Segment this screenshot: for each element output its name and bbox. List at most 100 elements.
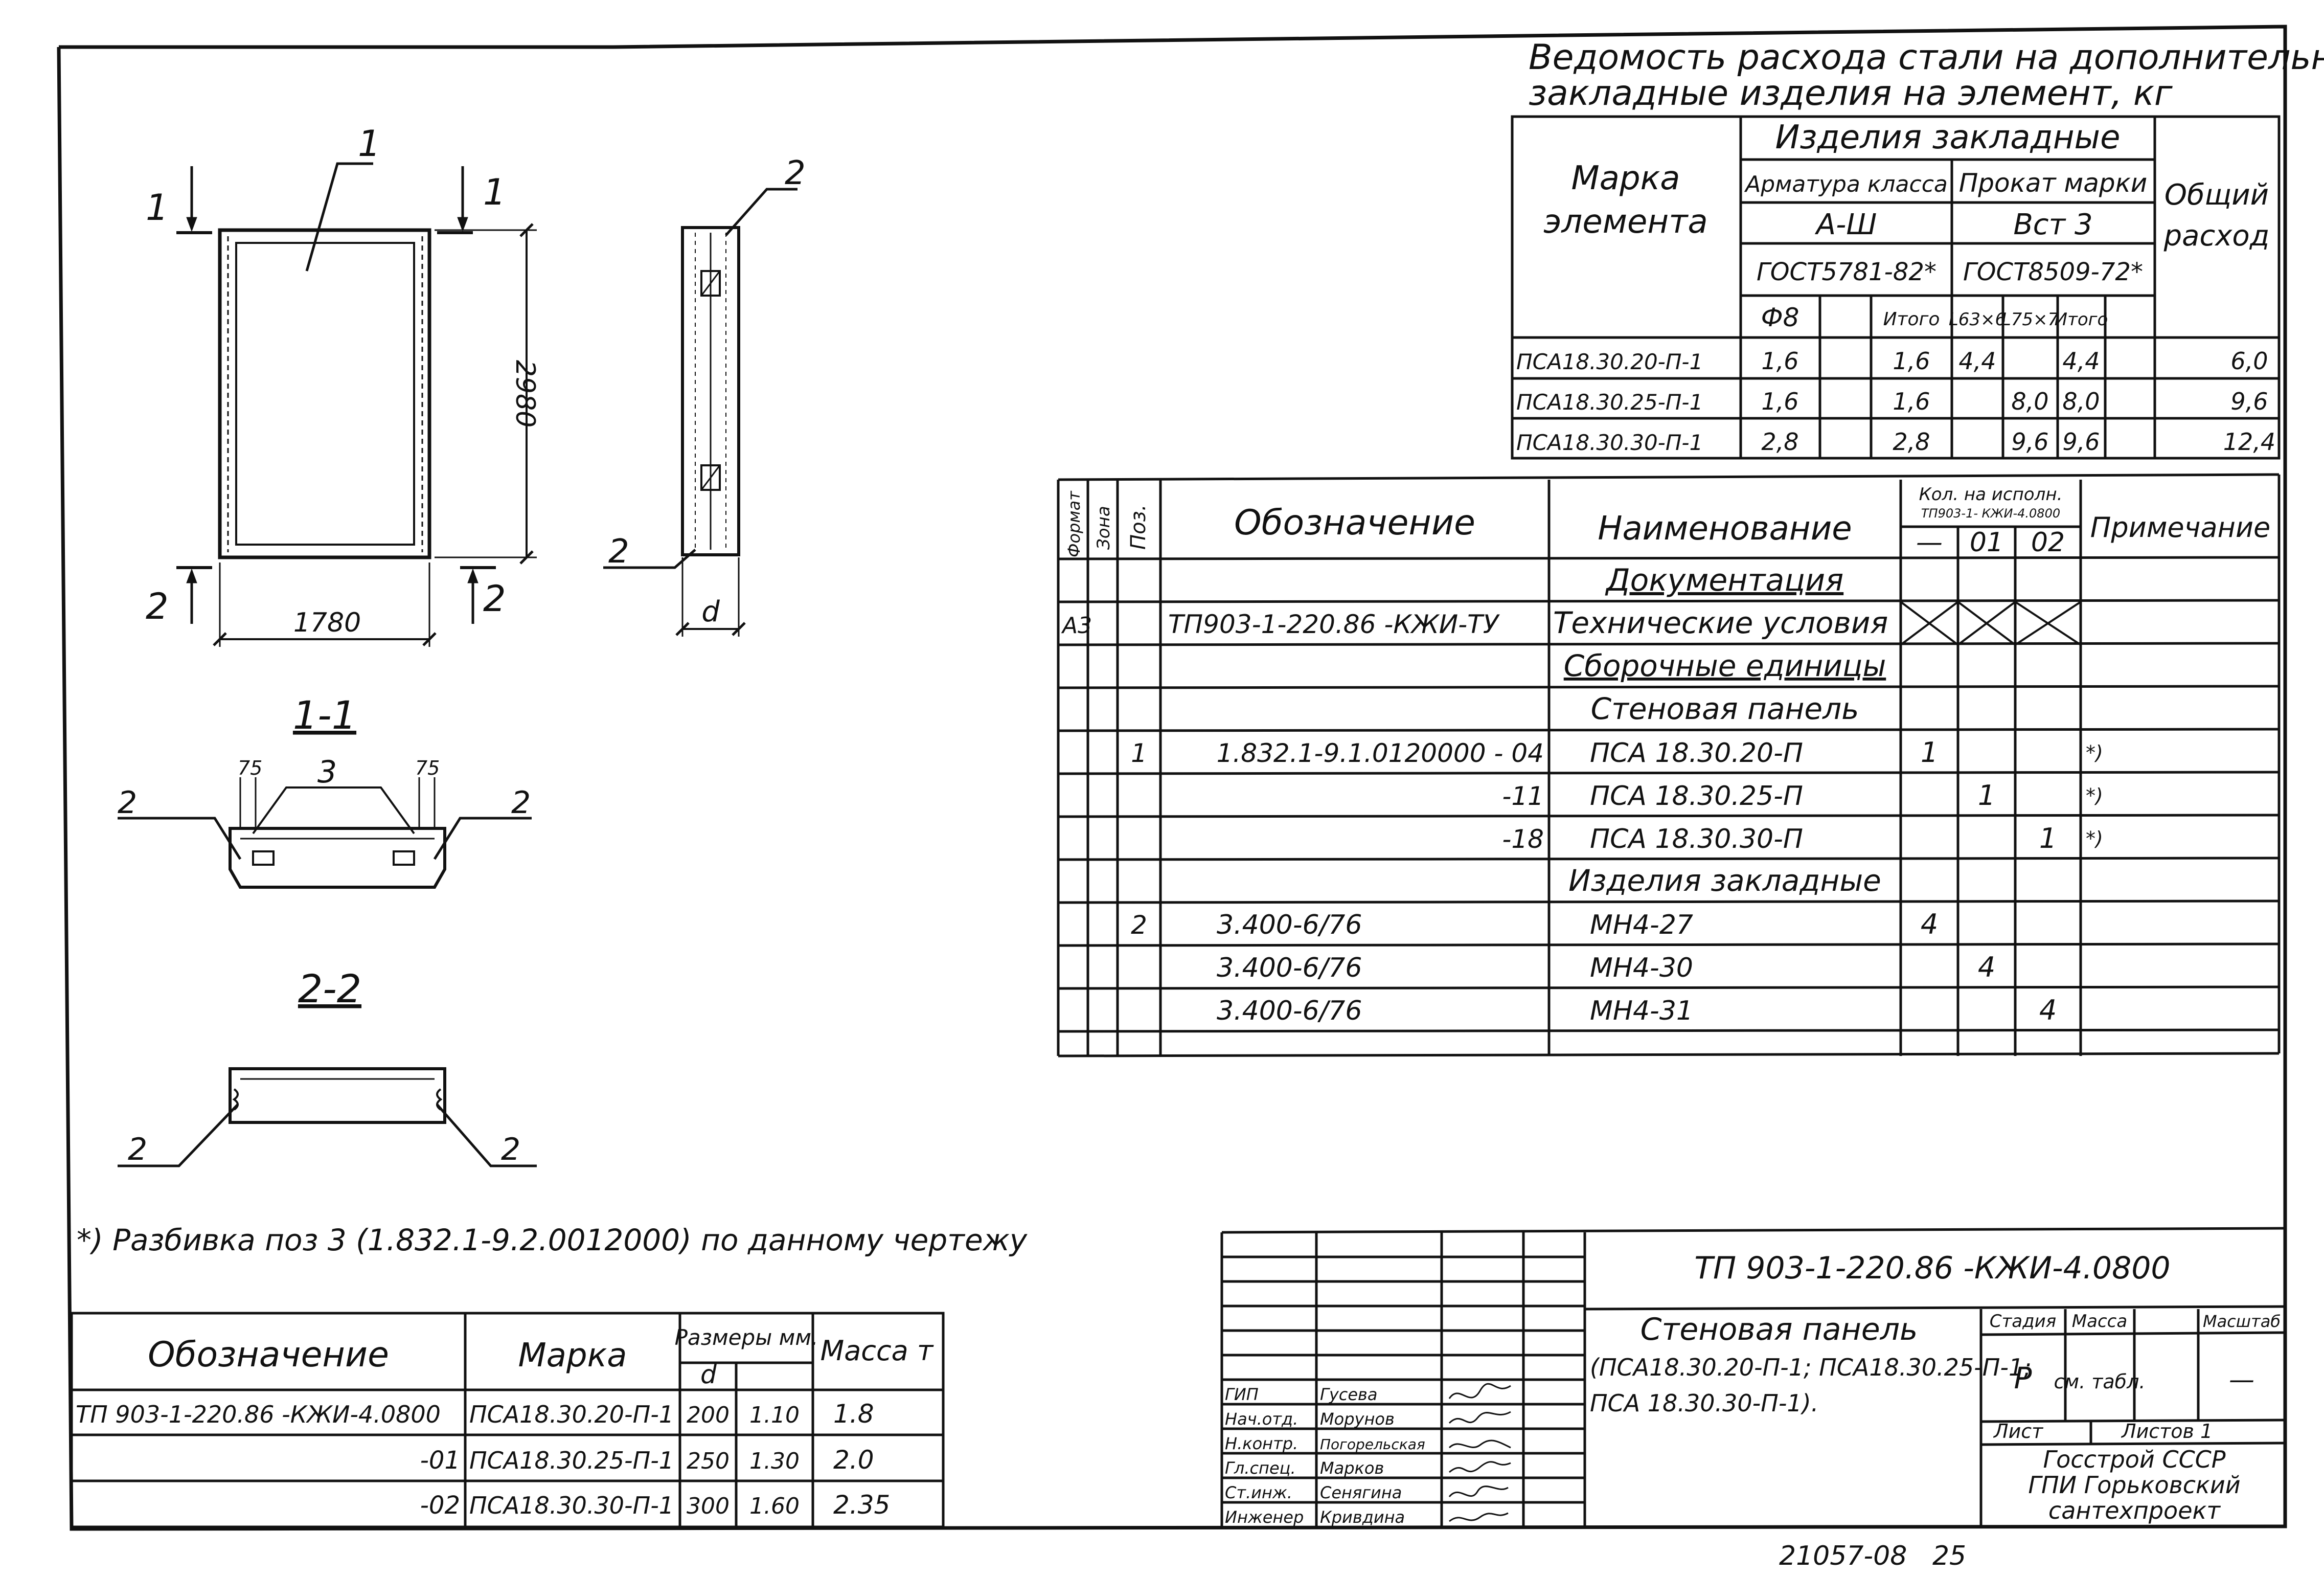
spec-h-qty-doc: ТП903-1- КЖИ-4.0800 xyxy=(1921,506,2060,521)
panel-side-view xyxy=(603,188,798,637)
spec-row-name: ПСА 18.30.20-П xyxy=(1590,738,1803,769)
title-scale-value: — xyxy=(2229,1365,2254,1394)
section-1-1-label-3: 3 xyxy=(317,754,337,790)
variants-row-designation: ТП 903-1-220.86 -КЖИ-4.0800 xyxy=(76,1401,441,1428)
spec-h-note: Примечание xyxy=(2090,511,2271,544)
statement-row-f8: 1,6 xyxy=(1761,347,1798,375)
signature-role: Гл.спец. xyxy=(1225,1458,1296,1478)
spec-row-q2: 4 xyxy=(2039,994,2057,1026)
spec-row-name: Стеновая панель xyxy=(1591,691,1859,726)
statement-subcol: Итого xyxy=(1883,309,1940,330)
section-2-2-label-2-left: 2 xyxy=(128,1132,147,1167)
variants-h-mark: Марка xyxy=(518,1337,627,1375)
spec-row-name: ПСА 18.30.30-П xyxy=(1590,824,1803,854)
title-stage: Р xyxy=(2014,1361,2032,1395)
spec-row-designation: 3.400-6/76 xyxy=(1217,953,1362,983)
statement-grid xyxy=(1511,115,2281,460)
spec-grid xyxy=(1057,473,2281,1057)
signature-role: ГИП xyxy=(1225,1385,1259,1404)
variants-row-d: 200 xyxy=(687,1402,730,1428)
side-label-2-top: 2 xyxy=(785,154,806,192)
spec-row-note: *) xyxy=(2086,784,2103,807)
statement-rebar-gost: ГОСТ5781-82* xyxy=(1757,258,1936,286)
spec-row-designation: 3.400-6/76 xyxy=(1217,910,1362,940)
variants-row-d: 300 xyxy=(687,1493,730,1519)
signature-name: Кривдина xyxy=(1320,1507,1405,1527)
spec-row-name: МН4-31 xyxy=(1590,996,1693,1026)
statement-row-total: 12,4 xyxy=(2223,428,2275,456)
section-mark-1-left: 1 xyxy=(146,187,169,229)
section-mark-2-left: 2 xyxy=(146,586,169,627)
statement-row-mark: ПСА18.30.25-П-1 xyxy=(1516,390,1703,415)
section-1-1-label-2-left: 2 xyxy=(118,785,137,821)
variants-row-mass: 1.8 xyxy=(833,1399,874,1429)
section-1-1-dim-75-right: 75 xyxy=(415,757,440,779)
variants-row-v: 1.30 xyxy=(749,1448,800,1474)
spec-h-pos: Поз. xyxy=(1127,504,1150,550)
statement-subcol: Ф8 xyxy=(1761,303,1799,332)
spec-row-pos: 2 xyxy=(1131,910,1147,940)
spec-row-format: А3 xyxy=(1061,613,1092,639)
spec-h-qty: Кол. на исполн. xyxy=(1919,484,2063,505)
spec-row-name: Документация xyxy=(1605,562,1843,598)
spec-row-crossed-cells xyxy=(1900,601,2082,646)
signature-role: Ст.инж. xyxy=(1225,1483,1292,1502)
spec-row-note: *) xyxy=(2086,741,2103,764)
archive-stamp: 21057-08 25 xyxy=(1779,1541,1966,1571)
spec-row-designation: 3.400-6/76 xyxy=(1217,996,1362,1026)
section-1-1-dim-75-left: 75 xyxy=(238,757,262,779)
statement-subcol: L75×7 xyxy=(2001,309,2059,330)
sheet-frame xyxy=(57,25,2287,1531)
dimension-d: d xyxy=(701,595,720,628)
variants-rows: ТП 903-1-220.86 -КЖИ-4.0800 ПСА18.30.20-… xyxy=(76,1399,890,1520)
panel-outline xyxy=(218,228,431,559)
title-org-line-3: сантехпроект xyxy=(2048,1497,2221,1524)
side-label-2-bottom: 2 xyxy=(608,533,629,571)
signature-name: Марков xyxy=(1320,1458,1384,1478)
signature-role: Н.контр. xyxy=(1225,1434,1298,1453)
spec-row-q0: 1 xyxy=(1921,736,1938,769)
title-sheet-label: Лист xyxy=(1993,1420,2044,1443)
section-1-1-title: 1-1 xyxy=(293,692,356,738)
elevation-label-1: 1 xyxy=(358,123,381,165)
panel-elevation xyxy=(176,162,537,647)
spec-row-designation: -11 xyxy=(1502,781,1544,811)
section-mark-2-right: 2 xyxy=(483,578,506,620)
variants-grid xyxy=(70,1312,945,1528)
statement-subcol: L63×6 xyxy=(1949,309,2006,330)
statement-total-h1: Общий xyxy=(2164,178,2269,212)
signature-role: Нач.отд. xyxy=(1225,1409,1298,1429)
spec-row-designation: 1.832.1-9.1.0120000 - 04 xyxy=(1217,738,1544,768)
spec-row-q1: 4 xyxy=(1978,951,1995,983)
spec-row-q1: 1 xyxy=(1978,779,1995,812)
signature-role: Инженер xyxy=(1225,1507,1304,1527)
spec-rows: Документация А3 ТП903-1-220.86 -КЖИ-ТУ Т… xyxy=(1061,562,2103,1026)
statement-row-mark: ПСА18.30.20-П-1 xyxy=(1516,349,1703,374)
spec-row-note: *) xyxy=(2086,827,2103,850)
title-org-line-2: ГПИ Горьковский xyxy=(2028,1471,2240,1499)
signature-scribbles xyxy=(1448,1383,1511,1522)
statement-row-itog1: 2,8 xyxy=(1893,428,1930,456)
variants-row-mass: 2.35 xyxy=(833,1490,890,1520)
spec-row-q2: 1 xyxy=(2039,822,2057,854)
variants-row-mark: ПСА18.30.25-П-1 xyxy=(469,1447,674,1474)
statement-row-f8: 1,6 xyxy=(1761,388,1798,415)
variants-h-d: d xyxy=(700,1360,717,1389)
statement-subcol: Итого xyxy=(2055,309,2108,330)
variants-h-designation: Обозначение xyxy=(148,1335,389,1375)
dimension-width: 1780 xyxy=(293,607,361,638)
panel-inner xyxy=(235,242,415,546)
statement-row-total: 6,0 xyxy=(2230,347,2268,375)
variants-h-mass: Масса т xyxy=(821,1335,934,1367)
statement-rolled-steel: Вст 3 xyxy=(2013,208,2092,241)
section-1-1-drawing xyxy=(118,777,532,889)
variants-row-designation: -02 xyxy=(420,1491,460,1520)
spec-h-zone: Зона xyxy=(1093,506,1114,550)
title-line-3: ПСА 18.30.30-П-1). xyxy=(1590,1389,1818,1417)
variants-row-v: 1.60 xyxy=(749,1493,800,1519)
statement-subcols: Ф8 Итого L63×6 L75×7 Итого xyxy=(1761,303,2108,332)
footnote: *) Разбивка поз 3 (1.832.1-9.2.0012000) … xyxy=(77,1223,1028,1257)
variants-row-mark: ПСА18.30.30-П-1 xyxy=(469,1492,674,1519)
statement-rows: ПСА18.30.20-П-1 1,6 1,6 4,4 4,4 6,0 ПСА1… xyxy=(1516,347,2275,456)
